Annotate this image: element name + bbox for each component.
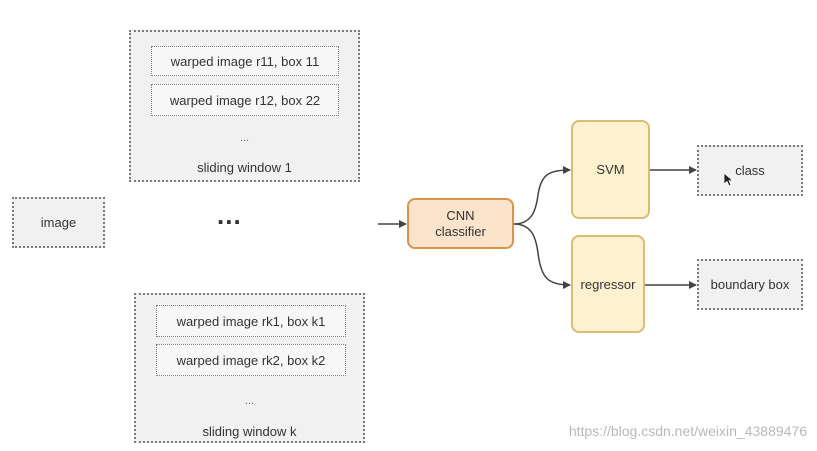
mouse-pointer-icon [723,172,735,192]
sliding-window-1: warped image r11, box 11 warped image r1… [129,30,360,182]
warped-crop-label: warped image rk2, box k2 [176,352,326,368]
class-output-label: class [735,163,765,178]
window-caption: sliding window k [202,424,297,439]
svm-box: SVM [571,120,650,219]
warped-crop-r12: warped image r12, box 22 [151,84,339,116]
svm-label: SVM [596,162,625,177]
arrow-cnn-to-regressor [513,223,571,289]
regressor-label: regressor [580,276,636,292]
window-ellipsis: ... [244,395,255,407]
warped-crop-label: warped image rk1, box k1 [176,313,326,329]
sliding-window-k: warped image rk1, box k1 warped image rk… [134,293,365,443]
boundary-box-output-label: boundary box [710,277,790,292]
warped-crop-rk1: warped image rk1, box k1 [156,305,346,337]
regressor-box: regressor [571,235,645,333]
arrow-cnn-to-svm [513,166,571,225]
cnn-classifier-label: CNN classifier [435,207,486,239]
input-image-label: image [40,215,77,230]
warped-crop-rk2: warped image rk2, box k2 [156,344,346,376]
warped-crop-label: warped image r11, box 11 [170,53,320,69]
warped-crop-label: warped image r12, box 22 [169,92,321,108]
input-image-box: image [12,197,105,248]
class-output-box: class [697,145,803,196]
windows-ellipsis: ... [217,200,242,230]
window-ellipsis: ... [239,132,250,144]
watermark-text: https://blog.csdn.net/weixin_43889476 [568,423,807,439]
cnn-classifier-box: CNN classifier [407,198,514,249]
warped-crop-r11: warped image r11, box 11 [151,46,339,76]
boundary-box-output-box: boundary box [697,259,803,310]
window-caption: sliding window 1 [197,160,292,175]
